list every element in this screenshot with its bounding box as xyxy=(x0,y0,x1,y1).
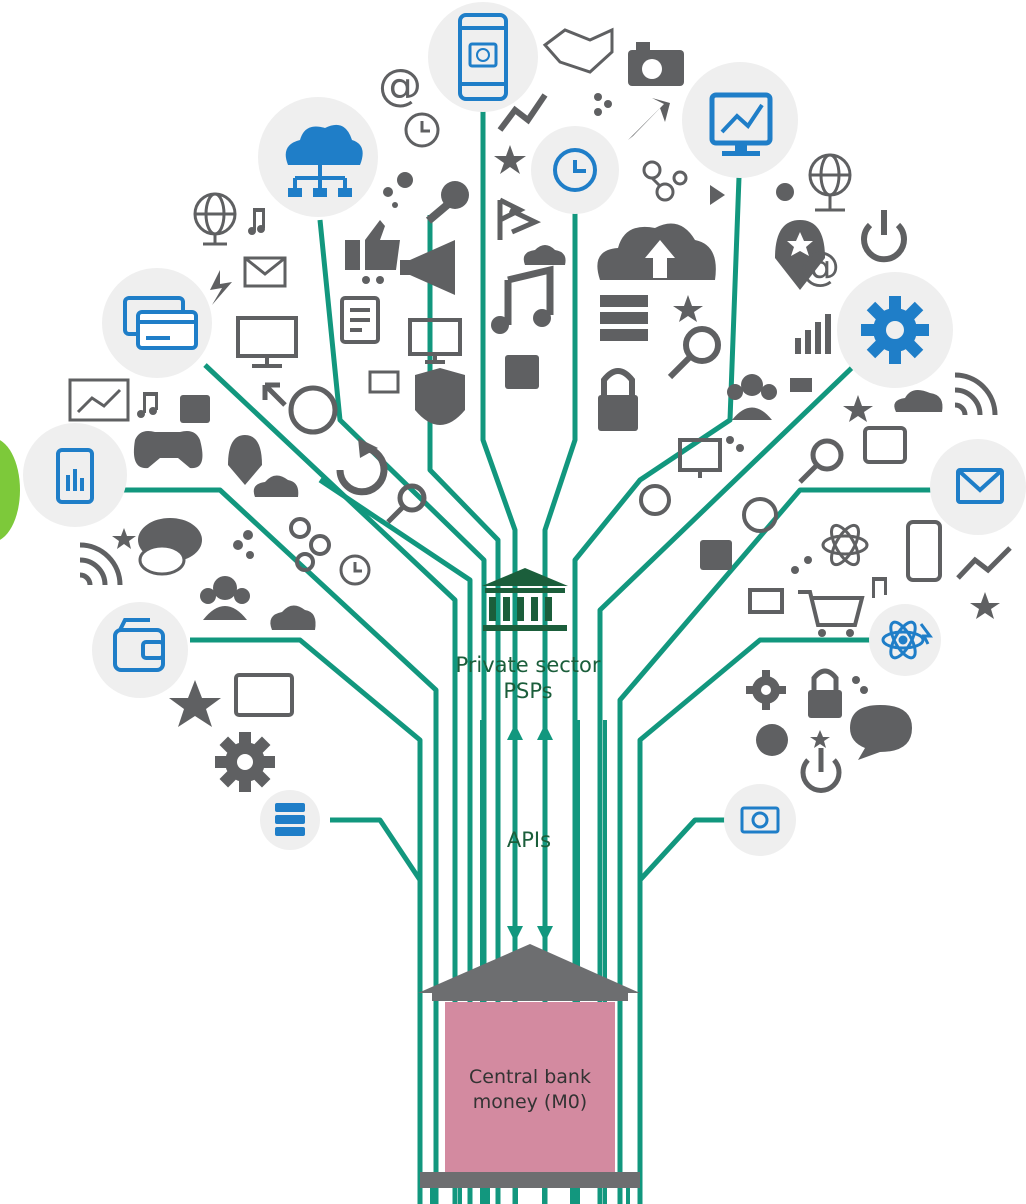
wallet-icon xyxy=(113,618,165,672)
refresh-icon xyxy=(336,444,388,496)
megaphone-icon xyxy=(400,240,455,295)
atom-cursor-icon xyxy=(881,620,933,660)
globe-icon xyxy=(193,192,237,246)
camera-icon xyxy=(628,42,684,86)
gear-icon xyxy=(861,296,929,364)
clock-refresh-icon xyxy=(553,148,597,192)
mail-icon xyxy=(243,256,287,288)
puzzle-icon xyxy=(505,355,539,389)
music-note-icon xyxy=(248,208,265,235)
bar-chart-icon xyxy=(795,314,831,354)
banknote-icon xyxy=(740,806,780,834)
key-icon xyxy=(425,181,469,224)
chat-icon xyxy=(138,518,202,576)
tablet-chart-icon xyxy=(56,448,94,504)
gray-icons: @ xyxy=(68,27,1012,793)
svg-text:@: @ xyxy=(800,244,840,290)
clock-icon xyxy=(404,112,440,148)
server-icon xyxy=(275,803,305,836)
arrow-icon xyxy=(628,98,670,140)
analytics-monitor-icon xyxy=(709,92,773,156)
document-icon xyxy=(340,296,380,344)
world-globe-icon xyxy=(288,385,338,435)
magnifier-icon xyxy=(667,326,721,380)
small-gear-icon xyxy=(776,183,794,201)
monitor-icon xyxy=(236,316,298,368)
private-bank-icon xyxy=(482,568,568,631)
central-bank-label-line1: Central bank xyxy=(469,1066,591,1088)
central-bank-building xyxy=(418,944,640,1204)
share-icon xyxy=(642,160,688,202)
api-arrows xyxy=(507,724,553,942)
central-bank-label-line2: money (M0) xyxy=(473,1091,587,1113)
psps-label: PSPs xyxy=(503,679,552,703)
smartphone-payment-icon xyxy=(458,13,508,101)
trend-up-icon xyxy=(497,93,548,132)
dashboard-icon xyxy=(68,378,130,422)
green-blob-shape xyxy=(0,440,20,540)
cart-icon xyxy=(798,590,865,627)
envelope-icon xyxy=(956,468,1004,504)
apis-label: APIs xyxy=(507,828,551,852)
map-pin-icon xyxy=(775,220,825,290)
monitor-cursor-icon xyxy=(408,318,462,364)
wifi-icon xyxy=(954,372,998,416)
gamepad-icon xyxy=(133,431,203,469)
lightbulb-icon xyxy=(639,484,671,516)
form-icon xyxy=(600,295,648,341)
shield-icon xyxy=(415,368,465,425)
music-note-icon-center xyxy=(504,265,554,325)
star-icon xyxy=(494,145,526,174)
gear-icon-gray xyxy=(215,732,275,792)
cloud-network-icon xyxy=(285,124,363,197)
users-icon xyxy=(727,374,777,420)
power-icon xyxy=(861,210,907,263)
thumbs-up-icon xyxy=(345,220,400,270)
credit-cards-icon xyxy=(123,296,198,350)
at-sign-icon: @ xyxy=(378,60,422,111)
lock-icon xyxy=(598,368,638,431)
flag-icon xyxy=(497,197,542,240)
highlight-circles xyxy=(23,2,1026,856)
handshake-icon xyxy=(542,27,614,74)
private-sector-label: Private sector xyxy=(455,653,600,677)
